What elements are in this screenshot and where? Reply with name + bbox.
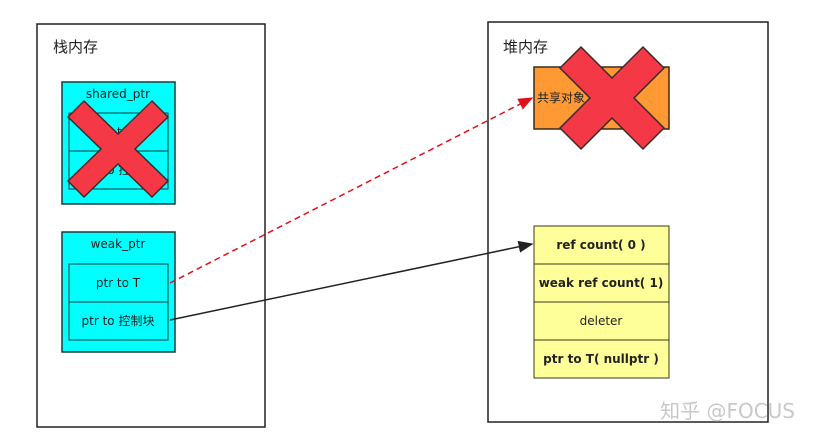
weak-ptr-box: weak_ptr ptr to T ptr to 控制块 xyxy=(61,231,176,353)
cross-icon-shared-ptr xyxy=(66,99,170,199)
weak-ptr-row-ptr-to-t: ptr to T xyxy=(96,276,141,290)
ptr-to-t-row: ptr to T( nullptr ) xyxy=(543,352,659,366)
control-block-pointer-arrow xyxy=(169,240,534,321)
shared-object-label: 共享对象 xyxy=(537,90,585,105)
deleter-row: deleter xyxy=(580,314,623,328)
control-block: ref count( 0 ) weak ref count( 1) delete… xyxy=(533,225,670,379)
shared-ptr-title: shared_ptr xyxy=(86,87,150,101)
heap-title: 堆内存 xyxy=(503,38,548,56)
watermark: 知乎 @FOCUS xyxy=(660,399,795,423)
weak-ref-count-row: weak ref count( 1) xyxy=(539,276,664,290)
dangling-pointer-arrow xyxy=(169,97,534,284)
weak-ptr-row-ptr-to-control-block: ptr to 控制块 xyxy=(82,314,155,328)
weak-ptr-title: weak_ptr xyxy=(91,237,146,251)
cross-icon-shared-object xyxy=(558,45,666,151)
ref-count-row: ref count( 0 ) xyxy=(556,238,645,252)
stack-title: 栈内存 xyxy=(53,38,98,56)
